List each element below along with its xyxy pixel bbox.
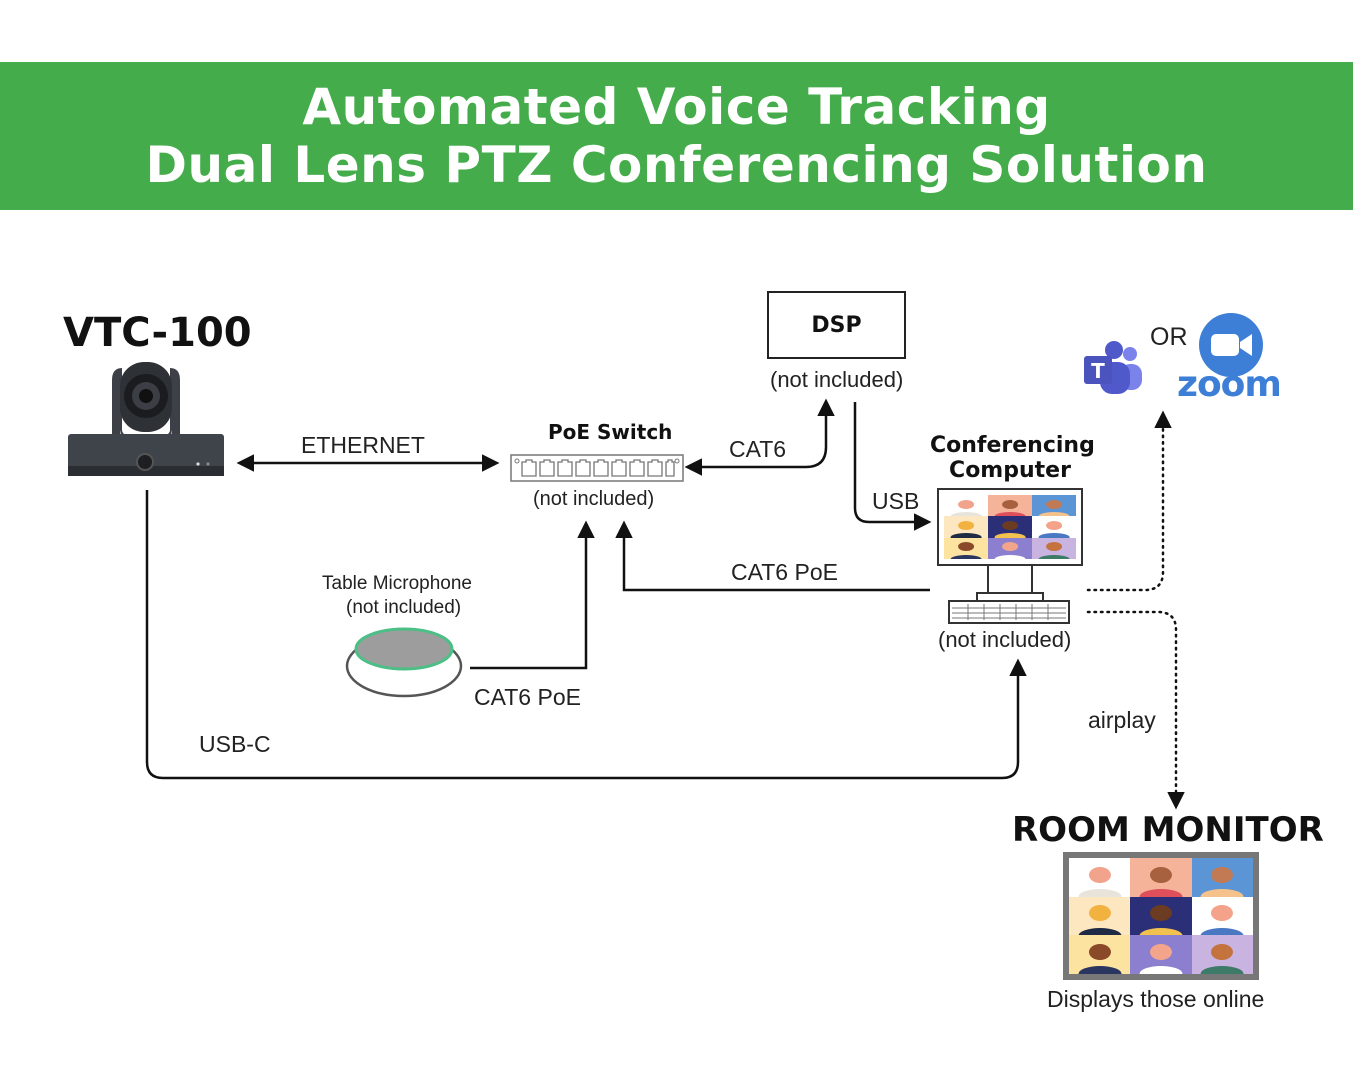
zoom-icon: [1199, 313, 1263, 377]
participant-tile: [988, 537, 1032, 559]
computer-base: [976, 592, 1044, 600]
title-line-2: Dual Lens PTZ Conferencing Solution: [145, 136, 1208, 194]
airplay-label: airplay: [1088, 707, 1156, 733]
video-grid-monitor-icon: [1063, 852, 1259, 980]
keyboard-icon: [948, 600, 1070, 624]
monitor-video-grid: [1069, 858, 1253, 974]
participant-tile: [1130, 935, 1192, 974]
participant-tile: [1032, 495, 1076, 517]
participant-tile: [1130, 858, 1192, 897]
dsp-box: DSP: [767, 291, 906, 359]
computer-video-grid: [944, 495, 1076, 559]
title-line-1: Automated Voice Tracking: [302, 78, 1051, 136]
microphone-note: (not included): [346, 597, 462, 618]
microsoft-teams-icon: T: [1084, 341, 1142, 394]
cat6-poe-mic-line: [470, 520, 595, 670]
table-microphone-icon: [345, 627, 463, 698]
participant-tile: [988, 516, 1032, 538]
poe-switch-note: (not included): [533, 488, 655, 510]
ptz-camera-icon: [68, 362, 224, 476]
usb-dsp-line: [853, 402, 932, 531]
network-switch-icon: [510, 454, 684, 482]
participant-tile: [1032, 516, 1076, 538]
title-banner: Automated Voice Tracking Dual Lens PTZ C…: [0, 62, 1353, 210]
dsp-label: DSP: [811, 312, 862, 338]
participant-tile: [944, 537, 988, 559]
usb-label: USB: [872, 488, 920, 514]
participant-tile: [1069, 935, 1131, 974]
participant-tile: [1069, 858, 1131, 897]
poe-switch-label: PoE Switch: [548, 420, 673, 444]
desktop-computer-icon: [937, 488, 1083, 566]
participant-tile: [1032, 537, 1076, 559]
cat6-label: CAT6: [729, 436, 787, 462]
cat6-poe-mic-label: CAT6 PoE: [474, 684, 581, 710]
svg-text:T: T: [1091, 359, 1105, 383]
cat6-dsp-line: [684, 398, 835, 476]
participant-tile: [944, 495, 988, 517]
room-monitor-caption: Displays those online: [1047, 986, 1265, 1012]
microphone-label: Table Microphone: [322, 573, 472, 594]
computer-note: (not included): [938, 627, 1072, 652]
computer-label-line-1: Conferencing: [930, 433, 1095, 458]
dotted-platform-line: [1086, 410, 1172, 592]
cat6-poe-computer-line: [615, 520, 930, 592]
computer-label: Conferencing Computer: [930, 433, 1095, 483]
computer-stand: [987, 566, 1033, 594]
zoom-wordmark: zoom: [1177, 364, 1282, 405]
participant-tile: [1191, 935, 1253, 974]
participant-tile: [1191, 858, 1253, 897]
participant-tile: [1191, 896, 1253, 936]
camera-label: VTC-100: [63, 310, 252, 356]
dotted-airplay-line: [1086, 610, 1185, 810]
usb-c-label: USB-C: [199, 731, 271, 757]
dsp-note: (not included): [770, 367, 904, 392]
participant-tile: [1130, 896, 1192, 936]
usb-c-line: [145, 490, 1027, 780]
room-monitor-label: ROOM MONITOR: [1012, 810, 1324, 850]
participant-tile: [988, 495, 1032, 517]
or-label: OR: [1150, 323, 1188, 351]
participant-tile: [944, 516, 988, 538]
ethernet-label: ETHERNET: [301, 432, 425, 458]
cat6-poe-computer-label: CAT6 PoE: [731, 559, 838, 585]
computer-label-line-2: Computer: [949, 458, 1071, 483]
participant-tile: [1069, 896, 1131, 936]
